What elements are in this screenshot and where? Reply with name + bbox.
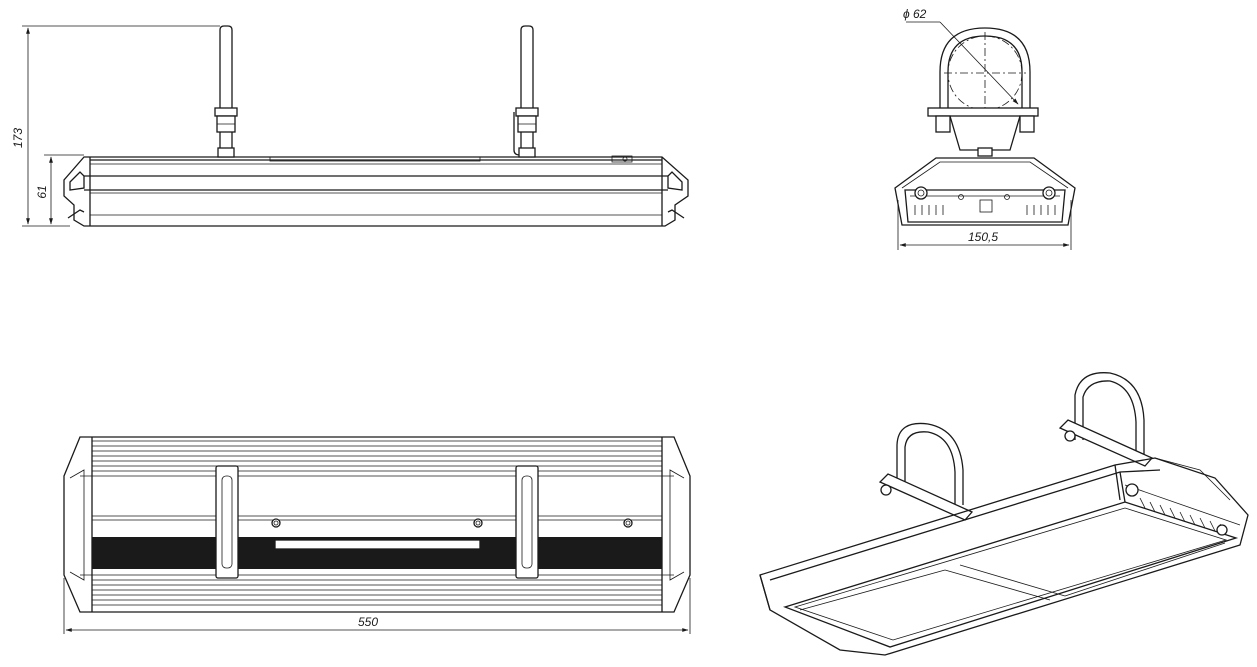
end-view: ϕ 62 150,5: [894, 7, 1076, 250]
mount-diameter-label: ϕ 62: [903, 7, 927, 21]
body-height-label: 61: [35, 185, 49, 198]
overall-height-label: 173: [11, 128, 25, 148]
top-view: 550: [63, 436, 691, 634]
body-length-label: 550: [358, 615, 378, 629]
body-width-label: 150,5: [968, 230, 998, 244]
side-view: 173 61: [11, 25, 689, 227]
isometric-view: [759, 372, 1249, 656]
